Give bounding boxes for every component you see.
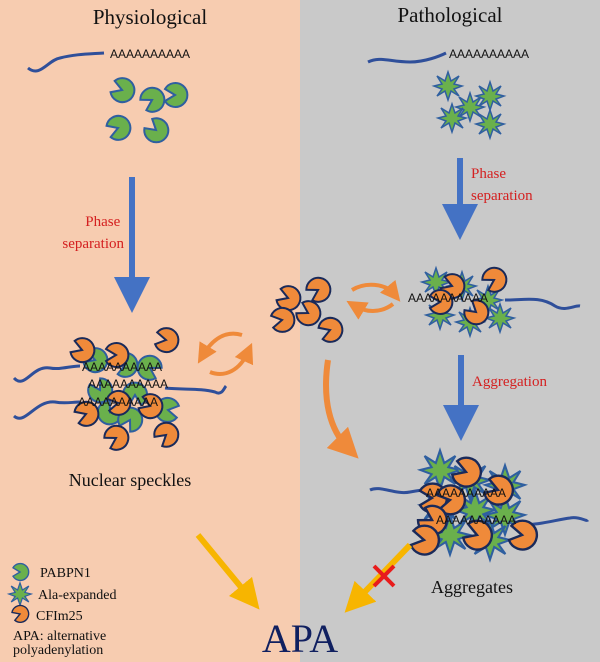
pabpn1-icon — [12, 562, 30, 582]
phase-separation-label: Phase separation — [62, 214, 124, 252]
pathological-title: Pathological — [398, 3, 503, 27]
poly-a-tail: AAAAAAAAAA — [449, 47, 529, 61]
aggregates-label: Aggregates — [431, 577, 513, 597]
svg-text:AAAAAAAAAA: AAAAAAAAAA — [436, 513, 516, 527]
poly-a-tail: AAAAAAAAAA — [110, 47, 190, 61]
rna-strand — [367, 51, 447, 64]
rna-strand — [27, 51, 105, 73]
svg-text:AAAAAAAAAA: AAAAAAAAAA — [426, 486, 506, 500]
legend: PABPN1 Ala-expanded CFIm25 APA: alternat… — [8, 562, 117, 658]
svg-text:AAAAAAAAAA: AAAAAAAAAA — [78, 395, 158, 409]
svg-text:AAAAAAAAAA: AAAAAAAAAA — [82, 360, 162, 374]
cfim25-sequestration-arrow — [323, 359, 359, 459]
svg-text:PABPN1: PABPN1 — [40, 566, 91, 581]
aggregation-label: Aggregation — [472, 374, 547, 390]
cfim25-free-cluster — [269, 272, 347, 346]
legend-item-cfim25: CFIm25 — [9, 602, 83, 625]
cfim25-icon — [9, 602, 32, 625]
svg-text:Ala-expanded: Ala-expanded — [38, 588, 117, 603]
aggregate: AAAAAAAAAA AAAAAAAAAA — [369, 449, 590, 561]
svg-text:CFIm25: CFIm25 — [36, 609, 83, 624]
pabpn1-cluster — [103, 74, 189, 149]
apa-arrow-physiological — [195, 533, 260, 610]
legend-item-pabpn1: PABPN1 — [12, 562, 91, 582]
legend-note: APA: alternative polyadenylation — [13, 629, 110, 658]
phase-separation-label: Phase separation — [471, 166, 533, 204]
nuclear-speckles-label: Nuclear speckles — [69, 470, 191, 490]
ala-expanded-icon — [8, 582, 32, 606]
pathological-condensate: AAAAAAAAAA — [408, 262, 581, 337]
exchange-arrows-left — [197, 331, 254, 376]
physiological-title: Physiological — [93, 5, 207, 29]
svg-text:AAAAAAAAAA: AAAAAAAAAA — [88, 377, 168, 391]
nuclear-speckle: AAAAAAAAAA AAAAAAAAAA AAAAAAAAAA — [12, 325, 228, 455]
exchange-arrows-right — [346, 279, 401, 320]
ala-expanded-cluster — [433, 71, 505, 139]
legend-item-ala-expanded: Ala-expanded — [8, 582, 117, 606]
blocked-x-icon — [372, 564, 396, 588]
apa-outcome: APA — [262, 616, 338, 661]
svg-text:AAAAAAAAAA: AAAAAAAAAA — [408, 291, 488, 305]
